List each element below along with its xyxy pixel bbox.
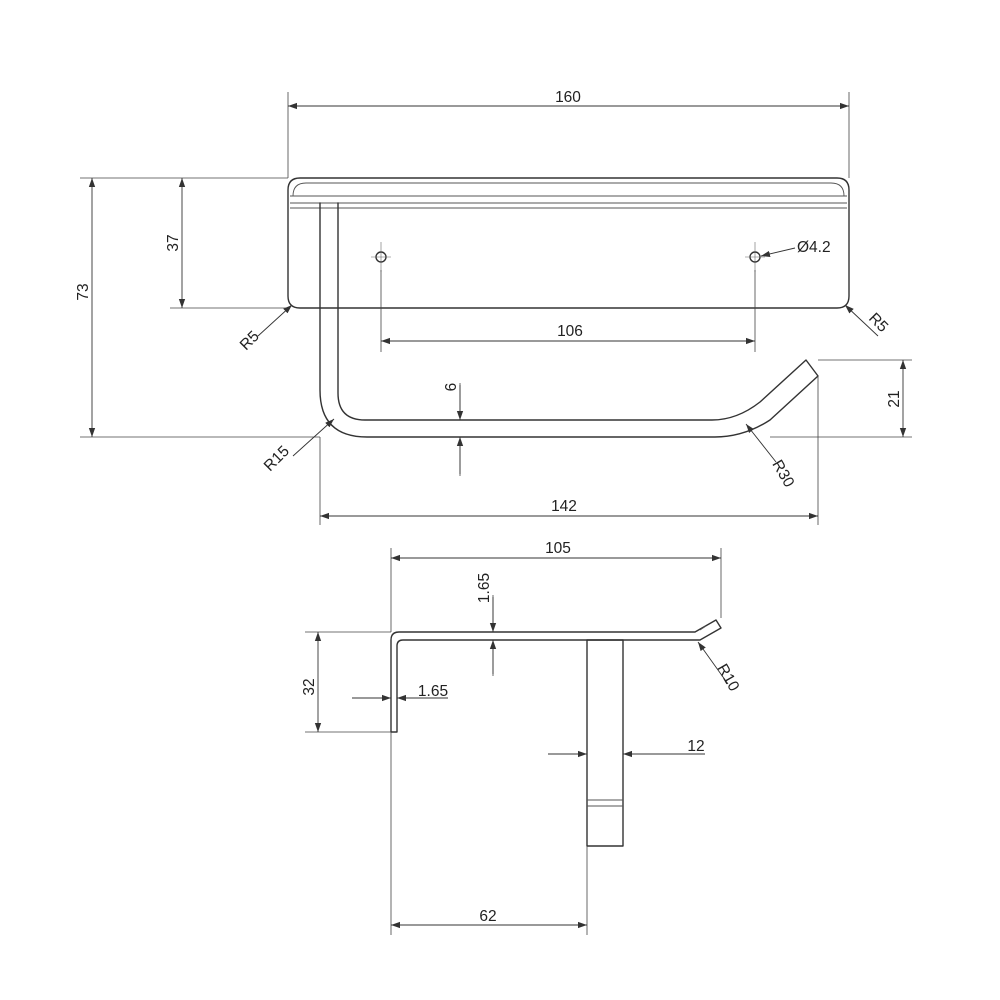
label-depth: 105	[545, 540, 571, 557]
label-overall-height: 73	[75, 283, 92, 300]
label-corner-left: R5	[237, 328, 263, 354]
label-overall-width: 160	[555, 89, 581, 106]
label-tip-bend: R30	[768, 457, 797, 490]
label-sheet-thickness-side: 1.65	[418, 683, 448, 700]
label-flange-height: 32	[301, 678, 318, 695]
label-bar-thickness: 6	[443, 383, 460, 392]
mounting-plate-outline	[287, 177, 850, 309]
label-corner-right: R5	[865, 310, 891, 336]
leader-corner-right	[844, 304, 879, 337]
side-view: 105 1.65 32 1.65 R10 12 62	[301, 540, 743, 935]
leader-tip-bend	[745, 423, 777, 463]
mounting-hole-left	[371, 242, 391, 272]
label-arm-length: 142	[551, 498, 577, 515]
label-post-offset: 62	[479, 908, 496, 925]
label-post-width: 12	[687, 738, 704, 755]
front-view: 160 73 37 Ø4.2 106 R5 R5 6 21 R15 R30 14…	[75, 89, 912, 525]
label-plate-height: 37	[165, 234, 182, 251]
label-hole-diameter: Ø4.2	[797, 239, 831, 256]
side-post	[586, 639, 624, 847]
label-hole-spacing: 106	[557, 323, 583, 340]
leader-inner-bend	[292, 418, 335, 457]
side-sheet-profile	[390, 619, 722, 733]
label-inner-bend: R15	[261, 443, 293, 475]
side-sheet-tip-detail	[699, 625, 707, 631]
mounting-hole-right	[745, 242, 765, 272]
leader-corner-left	[257, 304, 293, 337]
leader-hole-diameter	[760, 247, 796, 258]
plate-flange-inner	[292, 182, 845, 197]
label-tip-rise: 21	[886, 390, 903, 407]
leader-tip-radius	[697, 641, 729, 685]
label-tip-radius: R10	[713, 661, 742, 694]
holder-arm-outline	[319, 202, 819, 438]
label-sheet-thickness-top: 1.65	[476, 573, 493, 603]
